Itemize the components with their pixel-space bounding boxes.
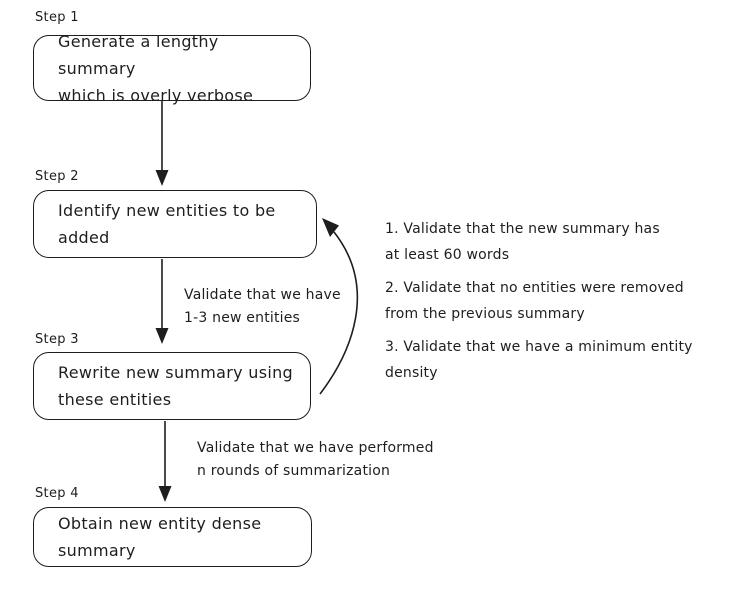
validation-note-1: 1. Validate that the new summary has at … <box>385 221 660 263</box>
node-step-2: Identify new entities to be added <box>33 190 317 258</box>
node-step-4: Obtain new entity dense summary <box>33 507 312 567</box>
step-label-2: Step 2 <box>35 169 79 184</box>
validation-note-2: 2. Validate that no entities were remove… <box>385 280 684 322</box>
edge-label-new-entities: Validate that we have 1-3 new entities <box>184 287 341 326</box>
step-label-1: Step 1 <box>35 10 79 25</box>
validation-notes: 1. Validate that the new summary has at … <box>385 216 715 393</box>
arrow-step3-to-step4 <box>158 421 172 502</box>
node-step-1-text: Generate a lengthy summary which is over… <box>58 31 254 105</box>
node-step-3: Rewrite new summary using these entities <box>33 352 311 420</box>
step-label-3: Step 3 <box>35 332 79 347</box>
node-step-3-text: Rewrite new summary using these entities <box>58 363 294 409</box>
node-step-2-text: Identify new entities to be added <box>58 201 276 247</box>
edge-label-n-rounds: Validate that we have performed n rounds… <box>197 440 434 479</box>
node-step-1: Generate a lengthy summary which is over… <box>33 32 311 105</box>
arrow-step2-to-step3 <box>155 259 169 344</box>
validation-note-3: 3. Validate that we have a minimum entit… <box>385 339 693 381</box>
step-label-4: Step 4 <box>35 486 79 501</box>
arrow-step1-to-step2 <box>155 101 169 186</box>
node-step-4-text: Obtain new entity dense summary <box>58 514 262 560</box>
